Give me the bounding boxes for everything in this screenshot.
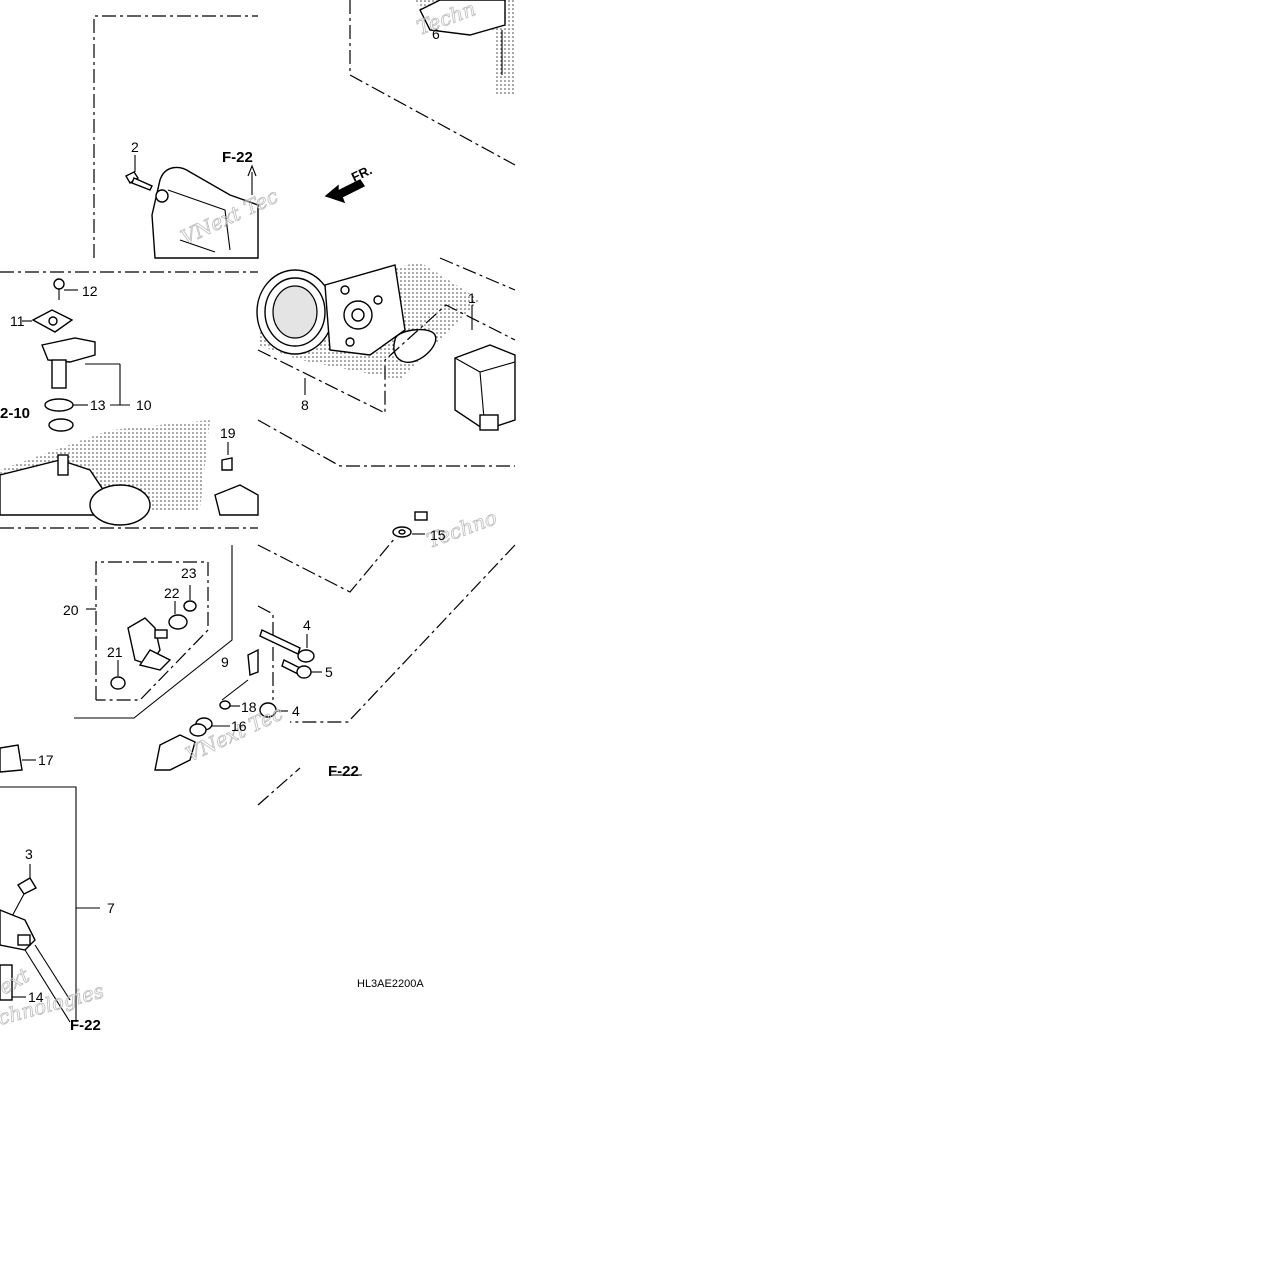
callout-2[interactable]: 2 (131, 139, 139, 155)
section-refs: F-22 F-22 F-22 2-10 (0, 149, 359, 1034)
tile-top (93, 0, 516, 259)
section-ref[interactable]: F-22 (70, 1017, 101, 1034)
tile-injector-sensor (0, 271, 259, 529)
callout-10[interactable]: 10 (136, 397, 152, 413)
callout-19[interactable]: 19 (220, 425, 236, 441)
callout-5[interactable]: 5 (325, 664, 333, 680)
callout-8[interactable]: 8 (301, 397, 309, 413)
tile-sensor-7 (0, 786, 100, 1023)
callout-15[interactable]: 15 (430, 527, 446, 543)
callout-6[interactable]: 6 (432, 26, 440, 42)
callout-9[interactable]: 9 (221, 654, 229, 670)
callout-13[interactable]: 13 (90, 397, 106, 413)
callout-4-lower[interactable]: 4 (292, 703, 300, 719)
front-direction-label: FR. (349, 162, 374, 184)
callout-18[interactable]: 18 (241, 699, 257, 715)
callouts: 1 2 3 4 4 5 6 7 8 9 10 11 12 13 14 15 16… (10, 26, 476, 1005)
section-ref[interactable]: F-22 (328, 763, 359, 780)
callout-23[interactable]: 23 (181, 565, 197, 581)
tile-throttle-body (256, 257, 516, 467)
callout-17[interactable]: 17 (38, 752, 54, 768)
callout-11[interactable]: 11 (10, 313, 25, 329)
callout-14[interactable]: 14 (28, 989, 44, 1005)
section-ref[interactable]: F-22 (222, 149, 253, 166)
callout-3[interactable]: 3 (25, 846, 33, 862)
drawing-code: HL3AE2200A (357, 978, 424, 990)
callout-16[interactable]: 16 (231, 718, 247, 734)
callout-22[interactable]: 22 (164, 585, 180, 601)
callout-1[interactable]: 1 (468, 290, 476, 306)
tile-bolts (154, 511, 516, 806)
callout-21[interactable]: 21 (107, 644, 123, 660)
callout-4[interactable]: 4 (303, 617, 311, 633)
section-ref[interactable]: 2-10 (0, 405, 30, 422)
callout-7[interactable]: 7 (107, 900, 115, 916)
callout-12[interactable]: 12 (82, 283, 98, 299)
callout-20[interactable]: 20 (63, 602, 79, 618)
tile-injector-kit (0, 545, 233, 773)
